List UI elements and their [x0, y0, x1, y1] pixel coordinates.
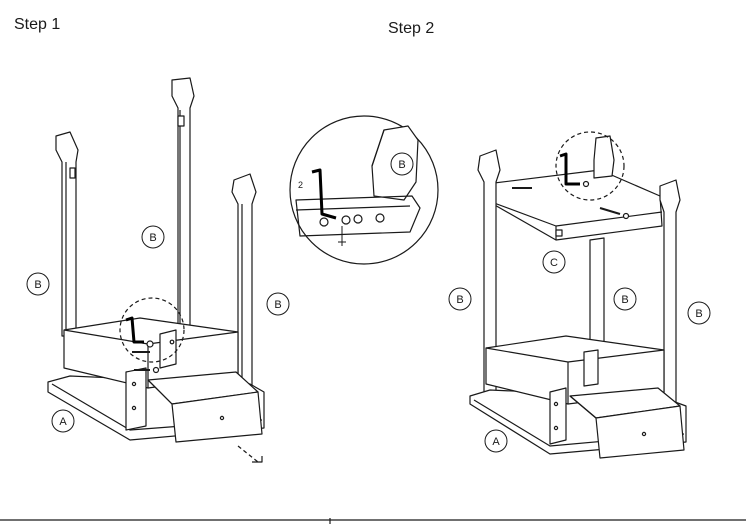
washer-icon: [622, 212, 630, 220]
step-1-hardware: [125, 316, 175, 374]
part-b-callout: [448, 287, 472, 311]
part-c-callout: [542, 250, 566, 274]
allen-wrench-icon: [311, 168, 337, 220]
washer-icon: [582, 180, 590, 188]
step-1-title: Step 1: [14, 16, 61, 33]
step-2-top-frame: [485, 169, 663, 241]
part-b-callout: [141, 225, 165, 249]
part-b-callout: [687, 301, 711, 325]
part-label: B: [149, 232, 156, 244]
step-2-detail-circle: [555, 131, 625, 201]
step-1-leg-left: [55, 131, 79, 337]
part-a-callout: [484, 429, 508, 453]
allen-wrench-icon: [125, 316, 144, 344]
part-b-callout: [613, 287, 637, 311]
drawer-knob-hole: [641, 431, 647, 437]
step-1-drawing: [47, 77, 265, 463]
part-label: B: [398, 159, 405, 171]
step-2-title: Step 2: [388, 20, 435, 37]
part-b-callout: [26, 272, 50, 296]
washer-icon: [152, 366, 160, 374]
bolt-icon: [599, 207, 621, 215]
part-b-callout: [266, 292, 290, 316]
step-2-drawing: [469, 131, 687, 459]
allen-wrench-icon: [559, 152, 580, 186]
bolt-icon: [319, 217, 329, 227]
part-label: B: [695, 308, 702, 320]
step-1-leg-back: [171, 77, 195, 331]
part-a-callout: [51, 409, 75, 433]
part-label: A: [59, 416, 67, 428]
part-label: B: [456, 294, 463, 306]
drawer-knob-hole: [219, 415, 225, 421]
step-2-legs: [477, 135, 681, 441]
washer-icon: [341, 215, 351, 225]
part-label: B: [621, 294, 628, 306]
step-2-hardware: [512, 152, 630, 220]
dowel-icon: [375, 213, 385, 223]
part-label: B: [274, 299, 281, 311]
step-2-detail: 2: [289, 115, 439, 265]
part-label: B: [34, 279, 41, 291]
part-b-callout: [390, 152, 414, 176]
step-2-drawer: [569, 387, 685, 459]
step-1-push-arrow: [237, 445, 263, 463]
wrench-size-label: 2: [298, 180, 303, 190]
step-1-drawer: [147, 371, 263, 443]
washer-icon: [353, 214, 363, 224]
dowel-icon: [169, 339, 175, 345]
washer-icon: [146, 340, 154, 348]
part-label: A: [492, 436, 500, 448]
step-1-detail-circle: [119, 297, 185, 363]
part-label: C: [550, 257, 558, 269]
